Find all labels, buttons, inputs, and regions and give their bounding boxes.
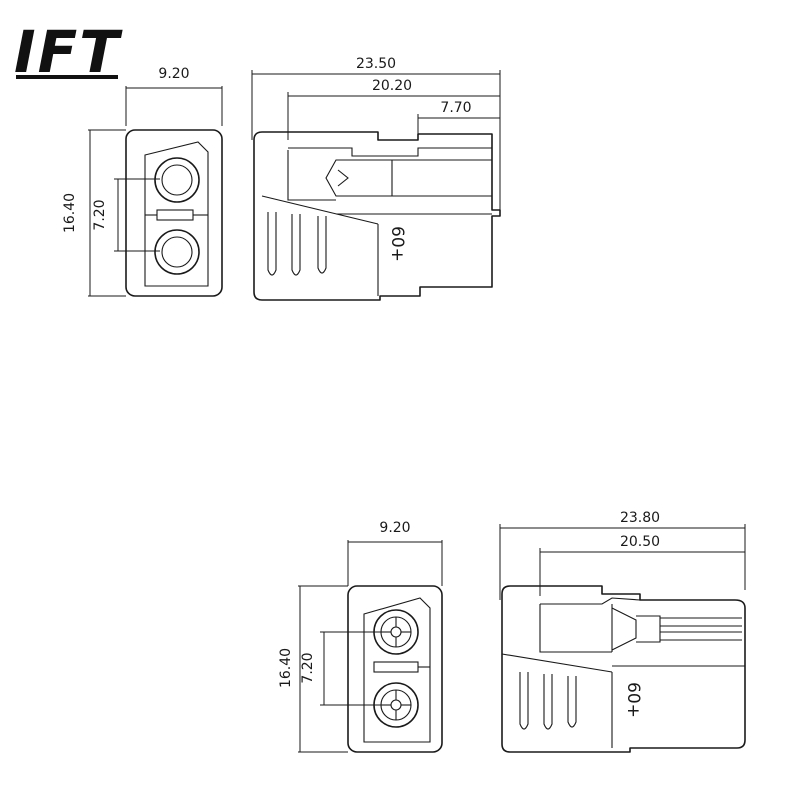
- bottom-front-pitch-label: 7.20: [300, 652, 316, 683]
- bottom-side-total-label: 23.80: [620, 510, 660, 526]
- top-side-view: 23.50 20.20 7.70 60+: [251, 56, 501, 301]
- bottom-side-body-label: 20.50: [620, 534, 660, 550]
- top-polarity-mark: 60+: [387, 226, 407, 262]
- bottom-front-view: 9.20 16.40 7.20: [278, 520, 443, 753]
- bottom-side-view: 23.80 20.50 60+: [499, 510, 746, 753]
- top-front-pitch-label: 7.20: [92, 199, 108, 230]
- bottom-front-width-label: 9.20: [379, 520, 410, 536]
- bottom-polarity-mark: 60+: [623, 682, 643, 718]
- top-front-height-label: 16.40: [62, 193, 78, 233]
- top-side-total-label: 23.50: [356, 56, 396, 72]
- top-front-width-label: 9.20: [158, 66, 189, 82]
- logo-text: IFT: [14, 18, 123, 86]
- top-side-body-label: 20.20: [372, 78, 412, 94]
- bottom-front-height-label: 16.40: [278, 648, 294, 688]
- top-side-pin-label: 7.70: [440, 100, 471, 116]
- top-front-view: 9.20 16.40 7.20: [62, 66, 223, 297]
- ift-logo: IFT: [14, 18, 123, 86]
